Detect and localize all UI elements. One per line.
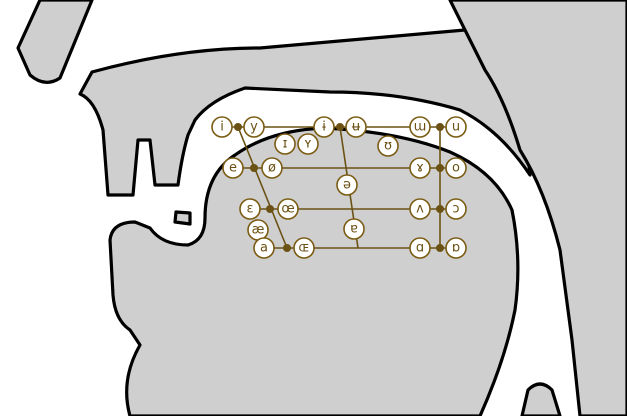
svg-text:u: u [452, 120, 460, 135]
svg-text:o: o [452, 161, 460, 176]
svg-text:ɔ: ɔ [452, 202, 459, 217]
vowel-script-a: ɑ [409, 237, 431, 259]
vowel-dots [234, 123, 444, 252]
svg-text:ɤ: ɤ [416, 161, 424, 176]
vowel-open-o: ɔ [445, 198, 467, 220]
svg-text:ø: ø [268, 161, 276, 176]
svg-text:ɨ: ɨ [322, 120, 326, 135]
svg-text:a: a [260, 241, 268, 256]
svg-text:ɶ: ɶ [298, 241, 309, 256]
svg-text:ɑ: ɑ [416, 241, 424, 256]
vowel-y: y [243, 116, 265, 138]
vowel-turned-m: ɯ [409, 116, 431, 138]
vowel-small-cap-y: ʏ [297, 133, 319, 155]
svg-text:y: y [250, 120, 258, 135]
svg-text:ʌ: ʌ [416, 202, 424, 217]
svg-text:e: e [229, 161, 237, 176]
vowel-gamma: ɤ [409, 157, 431, 179]
vowel-i: i [211, 116, 233, 138]
svg-text:œ: œ [281, 202, 294, 217]
svg-text:ʉ: ʉ [352, 120, 361, 135]
vowel-turned-script-a: ɒ [445, 237, 467, 259]
svg-text:ə: ə [343, 178, 351, 193]
vowel-small-cap-i: ɪ [274, 133, 296, 155]
vowel-ash: æ [247, 219, 269, 241]
vowel-schwa: ə [336, 174, 358, 196]
lower-teeth [173, 210, 192, 226]
upper-jaw-palate [78, 28, 532, 197]
upper-lip [16, 0, 94, 84]
svg-text:ʊ: ʊ [384, 139, 392, 154]
vowel-small-cap-oe: ɶ [293, 237, 315, 259]
vowel-barred-i: ɨ [313, 116, 335, 138]
vowel-barred-u: ʉ [345, 116, 367, 138]
vowel-a: a [253, 237, 275, 259]
svg-text:ʏ: ʏ [304, 137, 312, 152]
vowel-turned-a: ɐ [343, 218, 365, 240]
vowel-turned-v: ʌ [409, 198, 431, 220]
vowel-o: o [445, 157, 467, 179]
vowel-e: e [222, 157, 244, 179]
svg-text:ɐ: ɐ [350, 222, 358, 237]
svg-text:ɯ: ɯ [414, 120, 427, 135]
svg-text:ɒ: ɒ [452, 241, 460, 256]
epiglottis [520, 382, 562, 416]
svg-text:i: i [220, 120, 224, 135]
vowel-slashed-o: ø [261, 157, 283, 179]
svg-text:ɛ: ɛ [246, 202, 253, 217]
vowel-horseshoe-u: ʊ [377, 135, 399, 157]
vowel-epsilon: ɛ [239, 198, 261, 220]
vowel-oe-ligature: œ [277, 198, 299, 220]
pharynx-wall [448, 0, 627, 416]
svg-text:ɪ: ɪ [283, 137, 288, 152]
svg-text:æ: æ [252, 223, 265, 238]
vowel-u: u [445, 116, 467, 138]
